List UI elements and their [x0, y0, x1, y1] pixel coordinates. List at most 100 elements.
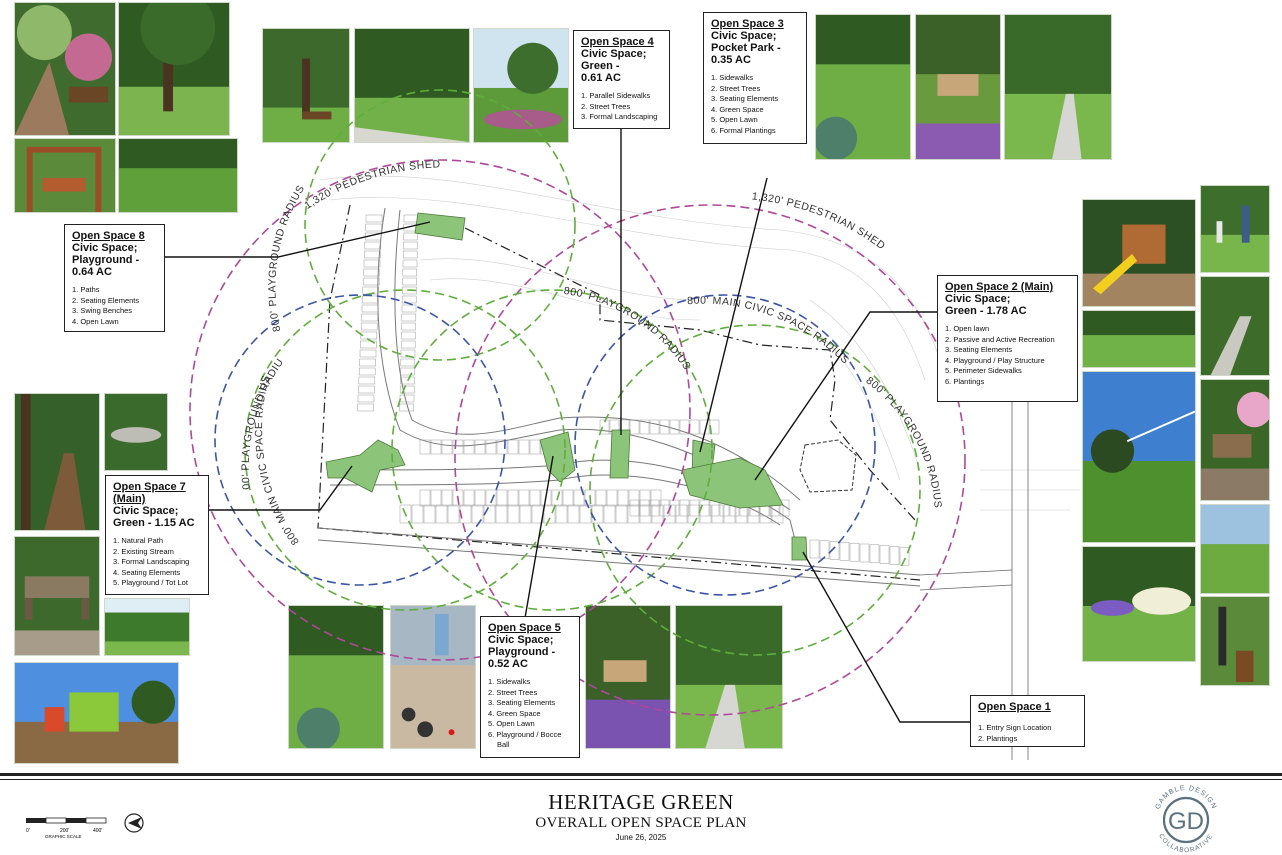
callout-line: Civic Space; — [711, 30, 777, 42]
lot — [849, 542, 860, 562]
photo-tot-lot — [14, 662, 179, 764]
list-item: 2. Plantings — [978, 733, 1018, 743]
lot — [809, 539, 820, 559]
scale-label: GRAPHIC SCALE — [45, 834, 82, 839]
list-item: 2. Passive and Active Recreation — [945, 334, 1055, 344]
lot — [839, 542, 850, 561]
open-space-4-area — [609, 429, 631, 479]
lot — [639, 499, 650, 517]
list-item: 1. Paths — [72, 285, 100, 294]
callout-line: 0.64 AC — [72, 266, 112, 278]
list-item: 2. Street Trees — [711, 83, 761, 93]
lot — [889, 546, 900, 565]
lot — [869, 544, 880, 564]
callout-line: Green - 1.78 AC — [945, 305, 1027, 317]
lot — [669, 419, 680, 435]
photo-stream-bridge — [104, 393, 168, 471]
lot — [401, 313, 417, 322]
lot — [411, 504, 424, 524]
photo-trash-sign — [1200, 596, 1270, 686]
open-space-1-area — [791, 536, 808, 561]
lot — [363, 268, 380, 277]
lot — [518, 489, 530, 507]
lot — [687, 504, 700, 524]
callout-title: Open Space 8 — [72, 230, 145, 242]
lot — [675, 504, 688, 524]
lot — [627, 504, 640, 524]
list-item: 3. Formal Landscaping — [113, 557, 190, 566]
lot — [551, 489, 563, 507]
callout-title: Open Space 1 — [978, 701, 1051, 713]
callout-line: Civic Space; — [488, 634, 554, 646]
lot — [400, 367, 415, 376]
lot — [400, 349, 416, 358]
list-item: 6. Plantings — [945, 376, 985, 386]
scale-tick-0: 0' — [26, 828, 30, 834]
lot — [595, 489, 607, 507]
lot — [401, 331, 416, 340]
photo-flower-garden — [1082, 546, 1196, 662]
photo-open-lawn — [118, 138, 238, 213]
callout-title: Open Space 7 — [113, 481, 186, 493]
lot — [639, 489, 651, 507]
lot — [679, 499, 690, 517]
lot — [363, 259, 381, 268]
list-item: 1. Sidewalks — [488, 677, 531, 686]
photo-bocce-ball — [390, 605, 476, 749]
open-space-5-area — [539, 431, 576, 483]
residential-lots — [357, 214, 910, 566]
lot — [829, 541, 840, 560]
lot — [399, 394, 415, 403]
lot — [474, 439, 486, 455]
list-item: 1. Sidewalks — [711, 73, 754, 82]
lot — [364, 241, 382, 250]
lot — [452, 439, 464, 455]
lot — [603, 504, 616, 524]
lot — [649, 499, 660, 517]
property-boundary — [317, 204, 921, 581]
lot — [360, 340, 377, 349]
lot — [360, 331, 378, 340]
leader-os3 — [699, 177, 768, 453]
list-item: 2. Existing Stream — [113, 546, 174, 556]
photo-curving-path — [1200, 276, 1270, 376]
photo-volleyball — [1082, 371, 1196, 543]
lot — [402, 286, 417, 295]
lot — [423, 504, 436, 524]
lot — [639, 504, 652, 524]
lot — [365, 223, 382, 232]
detention-pond — [799, 439, 857, 493]
lot — [357, 403, 374, 412]
list-item: 6. Playground / Bocce — [488, 729, 562, 739]
list-item: 3. Seating Elements — [488, 698, 556, 707]
lot — [617, 489, 629, 507]
list-item: 1. Entry Sign Location — [978, 723, 1052, 732]
lot — [496, 489, 508, 507]
lot — [419, 439, 431, 455]
photo-park-walk — [354, 28, 470, 143]
lot — [591, 504, 604, 524]
callout-open-space-4: Open Space 4 Civic Space; Green - 0.61 A… — [573, 30, 670, 129]
lot — [463, 489, 475, 507]
lot — [358, 385, 375, 394]
lot — [463, 439, 475, 455]
list-item: 6. Formal Plantings — [711, 125, 776, 135]
callout-title: Open Space 2 (Main) — [945, 281, 1054, 293]
lot — [358, 367, 376, 376]
lot — [615, 504, 628, 524]
lot — [899, 546, 910, 566]
lot — [669, 499, 680, 517]
callout-line: Playground - — [488, 646, 556, 658]
callout-line: Civic Space; — [72, 242, 138, 254]
lot — [357, 394, 375, 403]
callout-line: Green - — [581, 60, 620, 72]
lot — [400, 358, 416, 367]
leader-os2 — [754, 311, 937, 481]
list-item: 3. Formal Landscaping — [581, 112, 658, 121]
callout-line: Playground - — [72, 254, 140, 266]
sheet-title: OVERALL OPEN SPACE PLAN — [535, 815, 747, 831]
lot — [365, 214, 383, 223]
title-block-rule-thick — [0, 773, 1282, 776]
lot — [819, 540, 830, 560]
lot — [650, 489, 662, 507]
